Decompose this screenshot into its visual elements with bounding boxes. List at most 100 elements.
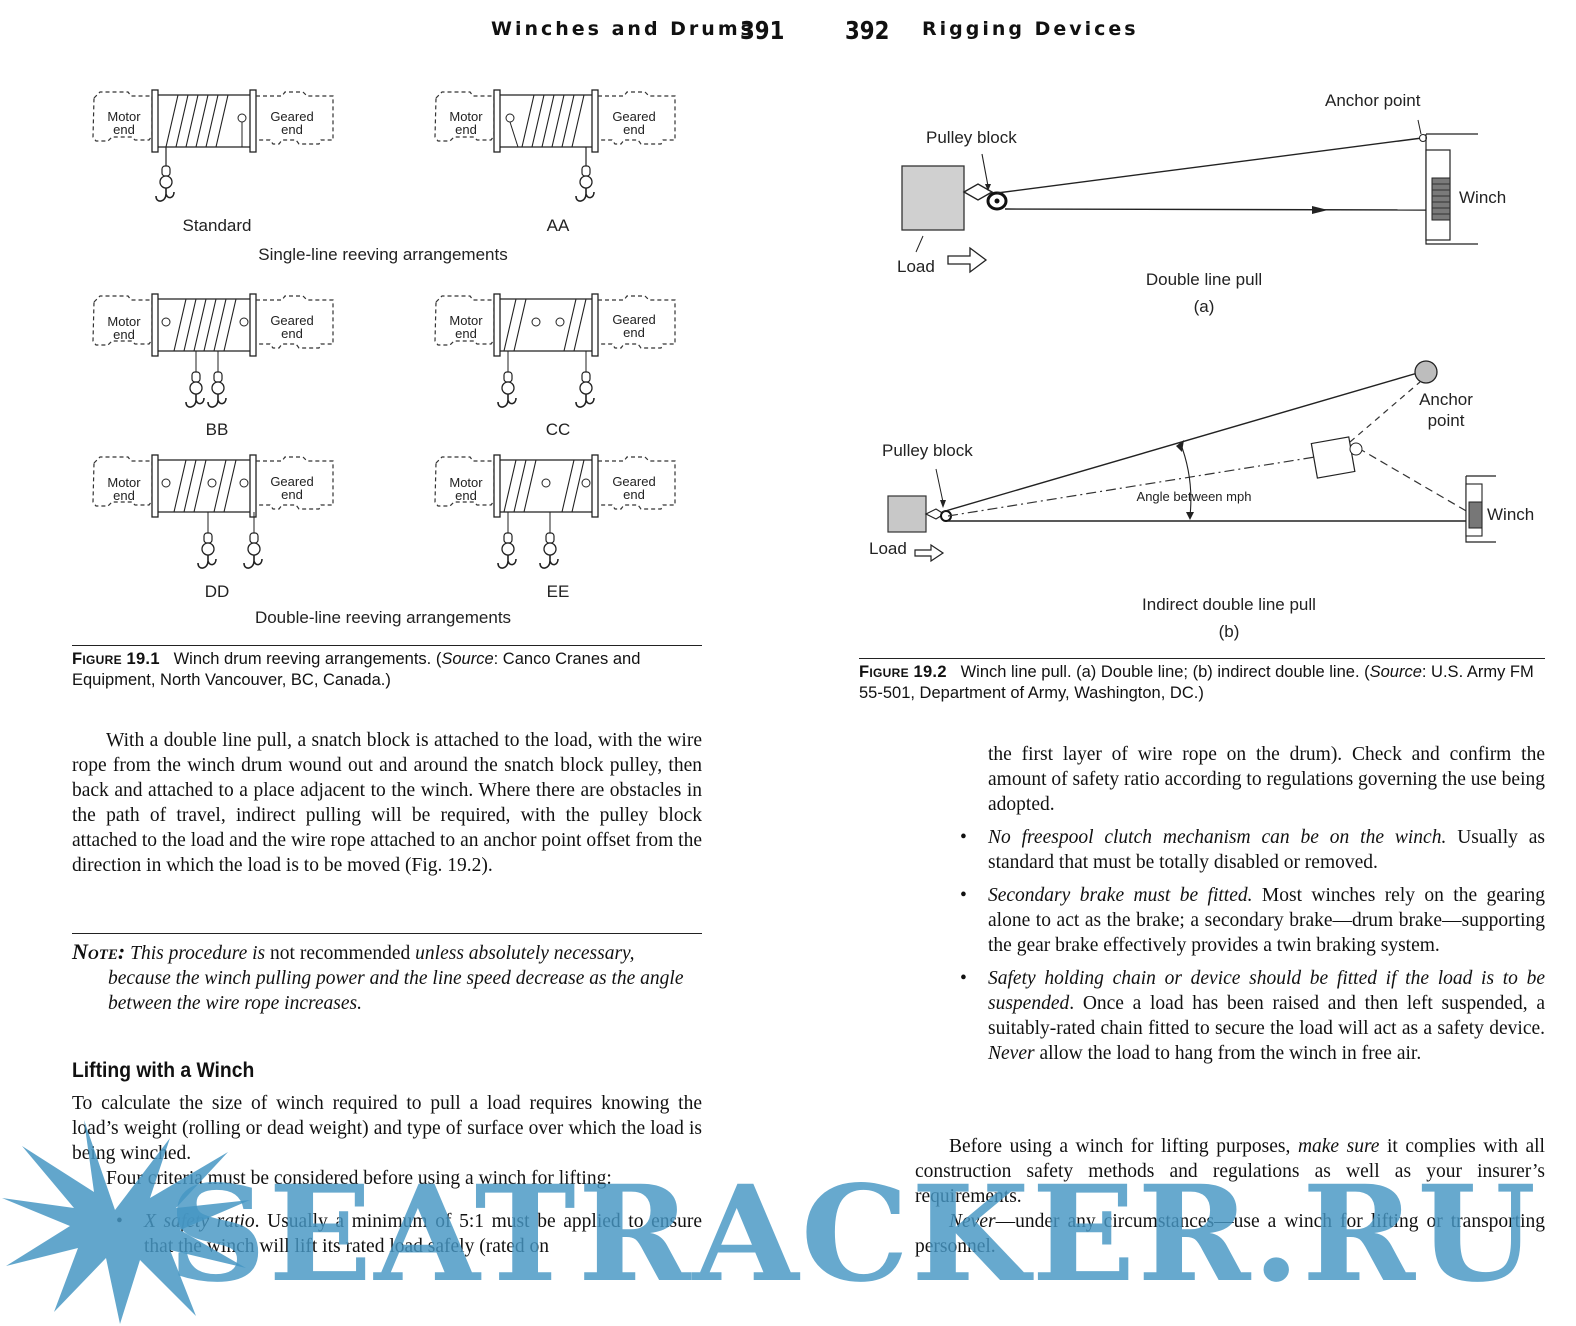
list-item: •X safety ratio. Usually a minimum of 5:… [116, 1209, 702, 1259]
caption-number: 19.1 [126, 650, 160, 668]
list-item-emphasis: No freespool clutch mechanism can be on … [988, 827, 1447, 848]
left-paragraph-1: With a double line pull, a snatch block … [72, 728, 702, 878]
note-text: This procedure is [130, 943, 266, 964]
list-item: • No freespool clutch mechanism can be on… [960, 825, 1545, 875]
pulley-block-label: Pulley block [926, 128, 1017, 147]
list-item-emphasis: Never [988, 1043, 1035, 1064]
motor-end-label: end [113, 488, 135, 503]
winch-label: Winch [1487, 505, 1534, 524]
caption-text: Winch drum reeving arrangements. ( [173, 650, 442, 668]
running-head-right: Rigging Devices [922, 18, 1139, 40]
list-continuation: the first layer of wire rope on the drum… [988, 744, 1545, 815]
angle-label: Angle between mph [1137, 489, 1252, 504]
list-item-text: Usually as standard that must be totally… [988, 827, 1546, 873]
caption-source: Source [1369, 663, 1422, 681]
page-number-right: 392 [845, 16, 890, 45]
paragraph-emphasis: Never [949, 1211, 996, 1232]
arrangement-label-bb: BB [206, 420, 229, 439]
bullet: • [960, 827, 967, 848]
load-label: Load [897, 257, 935, 276]
pulley-block-label: Pulley block [882, 441, 973, 460]
paragraph: Four criteria must be considered before … [106, 1168, 612, 1189]
load-box [901, 165, 965, 231]
caption-text: Winch line pull. (a) Double line; (b) in… [960, 663, 1370, 681]
arrangement-label-cc: CC [546, 420, 571, 439]
paragraph-emphasis: make sure [1297, 1136, 1380, 1157]
note-emphasis: not recommended [270, 943, 411, 964]
figure-19-2-diagram: Anchor point Pulley block Winch Load Dou… [869, 91, 1534, 641]
motor-end-label: end [455, 326, 477, 341]
caption-source: Source [441, 650, 494, 668]
motor-end-label: Motor [107, 314, 141, 329]
list-item: • Secondary brake must be fitted. Most wi… [960, 883, 1545, 958]
right-paragraphs: Before using a winch for lifting purpose… [915, 1134, 1545, 1259]
direction-arrow [914, 543, 945, 563]
anchor-label: point [1428, 411, 1465, 430]
drum-bb [92, 293, 334, 408]
geared-end-label: Geared [612, 109, 655, 124]
paragraph-text: it complies with all construction safety… [915, 1136, 1545, 1207]
section-heading: Lifting with a Winch [72, 1059, 255, 1082]
list-item-emphasis: Secondary brake must be fitted. [988, 885, 1253, 906]
anchor-label: Anchor [1419, 390, 1473, 409]
list-item-text: Most winches rely on the gearing alone t… [988, 885, 1545, 956]
note-text: unless absolutely necessary, because the… [108, 943, 684, 1014]
winch-drum [1468, 501, 1483, 529]
direction-arrow [947, 246, 988, 274]
indirect-double-line-pull-title: Indirect double line pull [1142, 595, 1316, 614]
geared-end-label: end [281, 487, 303, 502]
drum-cc [434, 293, 676, 408]
list-item-emphasis: Safety holding chain or device should be… [988, 968, 1545, 1014]
motor-end-label: Motor [107, 475, 141, 490]
arrangement-label-standard: Standard [183, 216, 252, 235]
note-rule [72, 933, 702, 934]
motor-end-label: Motor [107, 109, 141, 124]
load-box [887, 495, 927, 533]
list-item: • Safety holding chain or device should b… [960, 966, 1545, 1066]
drum-aa [434, 89, 676, 202]
paragraph: With a double line pull, a snatch block … [72, 730, 702, 876]
caption-text: : Canco Cranes and Equipment, North Vanc… [72, 650, 641, 689]
caption-label: Figure [859, 663, 909, 681]
bullet: • [960, 968, 967, 989]
subfigure-b-letter: (b) [1219, 622, 1240, 641]
bullet: • [116, 1211, 123, 1232]
note-label: Note: [72, 939, 126, 964]
motor-end-label: end [113, 327, 135, 342]
list-item-text: . Once a load has been raised and then l… [988, 993, 1545, 1039]
geared-end-label: end [623, 122, 645, 137]
caption-text: : U.S. Army FM 55-501, Department of Arm… [859, 663, 1534, 702]
paragraph: Never—under any circumstances—use a winc… [915, 1209, 1545, 1259]
note-block: Note: This procedure is not recommended … [72, 939, 702, 1016]
motor-end-label: Motor [449, 109, 483, 124]
arrangement-label-ee: EE [547, 582, 570, 601]
drum-standard [92, 89, 334, 202]
motor-end-label: Motor [449, 475, 483, 490]
geared-end-label: end [281, 326, 303, 341]
geared-end-label: Geared [612, 474, 655, 489]
geared-end-label: end [623, 487, 645, 502]
running-head-left: Winches and Drums [491, 18, 755, 40]
motor-end-label: end [455, 122, 477, 137]
figure-caption-rule [72, 645, 702, 646]
motor-end-label: end [455, 488, 477, 503]
winch-label: Winch [1459, 188, 1506, 207]
load-label: Load [869, 539, 907, 558]
bullet: • [960, 885, 967, 906]
geared-end-label: end [623, 325, 645, 340]
paragraph-text: Before using a winch for lifting purpose… [949, 1136, 1298, 1157]
figure-19-2-caption: Figure 19.2 Winch line pull. (a) Double … [859, 662, 1545, 704]
anchor-sheave [1414, 360, 1438, 384]
list-item-emphasis: X safety ratio [144, 1211, 255, 1232]
geared-end-label: Geared [270, 109, 313, 124]
arrangement-label-dd: DD [205, 582, 230, 601]
arrangement-label-aa: AA [547, 216, 570, 235]
list-item-text: allow the load to hang from the winch in… [1034, 1043, 1422, 1064]
geared-end-label: Geared [612, 312, 655, 327]
motor-end-label: end [113, 122, 135, 137]
figure-caption-rule [859, 658, 1545, 659]
double-line-pull-title: Double line pull [1146, 270, 1262, 289]
indirect-double-line-pull-diagram: Anchor point Pulley block Angle between … [869, 360, 1534, 641]
drum-dd [92, 454, 334, 569]
paragraph-text: —under any circumstances—use a winch for… [915, 1211, 1545, 1257]
